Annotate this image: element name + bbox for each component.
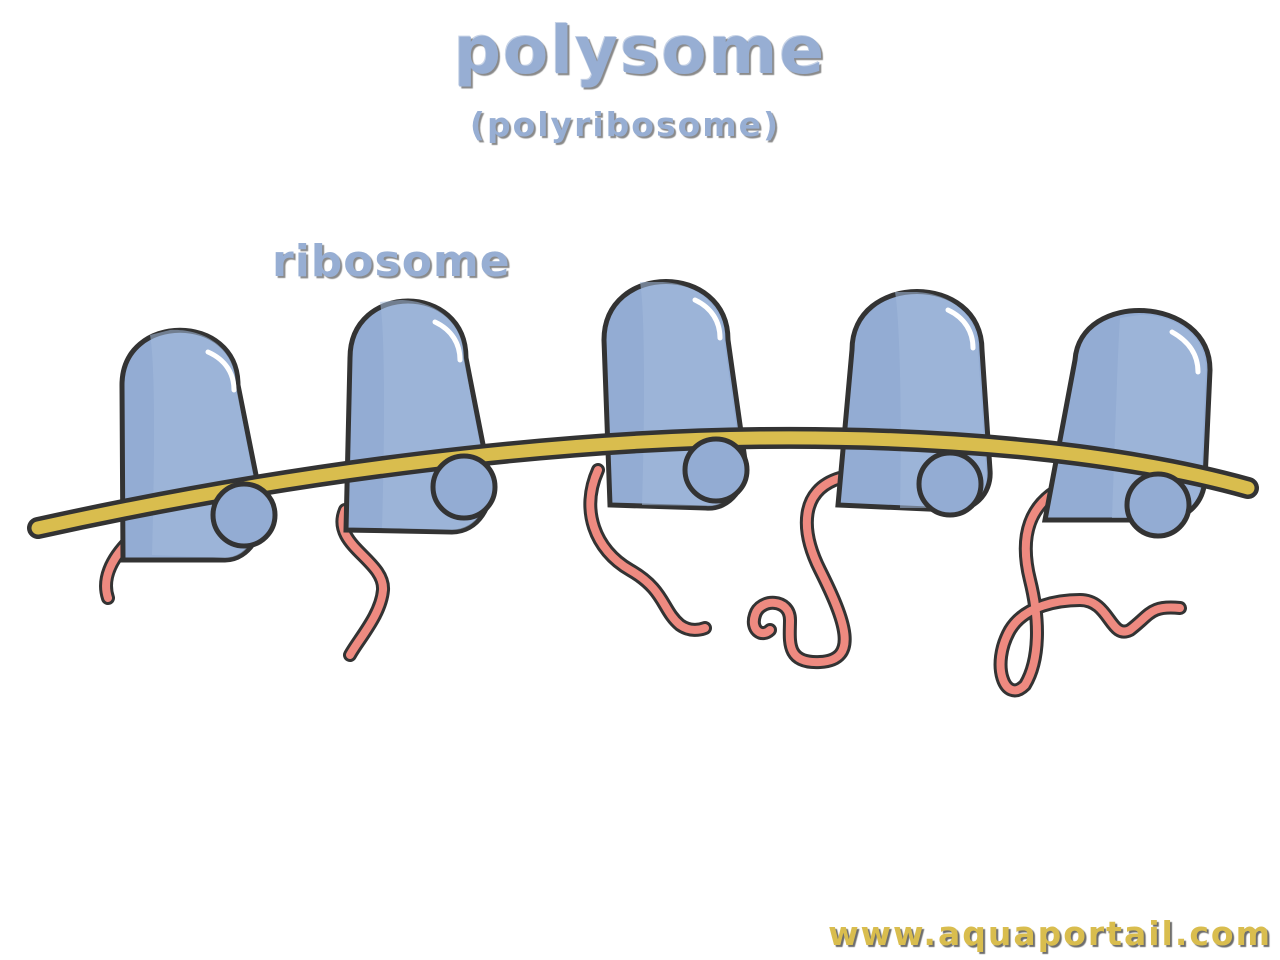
diagram-subtitle: (polyribosome)	[469, 105, 781, 144]
ribosome-1	[99, 327, 266, 605]
small-subunit-4	[916, 450, 984, 518]
small-subunit-3	[682, 436, 750, 504]
ribosome-label: ribosome	[272, 236, 511, 287]
small-subunit-5	[1124, 471, 1192, 539]
small-subunit-2	[430, 453, 498, 521]
site-watermark: www.aquaportail.com	[828, 914, 1272, 953]
small-subunits	[210, 436, 1192, 549]
diagram-title: polysome	[453, 12, 827, 89]
small-subunit-1	[210, 481, 278, 549]
